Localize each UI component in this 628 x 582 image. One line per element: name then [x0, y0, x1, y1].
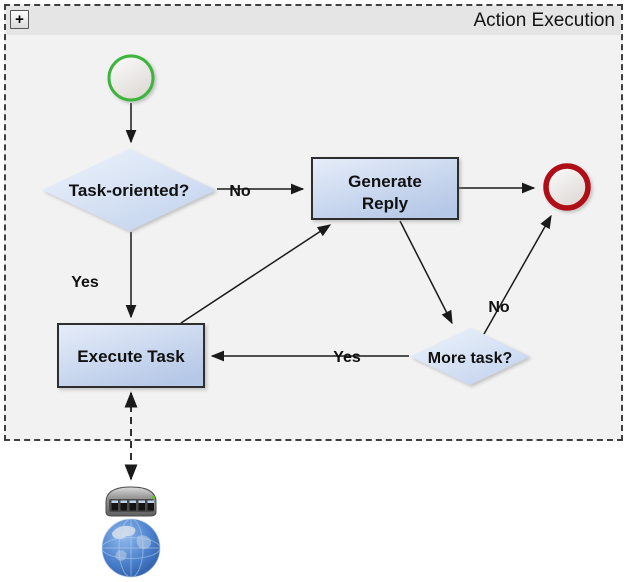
- web-service-globe-icon: [101, 486, 161, 578]
- action-execution-panel: + Action Execution: [4, 4, 623, 441]
- panel-title: Action Execution: [473, 10, 615, 31]
- expand-plus-icon[interactable]: +: [10, 10, 29, 29]
- panel-header: [6, 6, 621, 35]
